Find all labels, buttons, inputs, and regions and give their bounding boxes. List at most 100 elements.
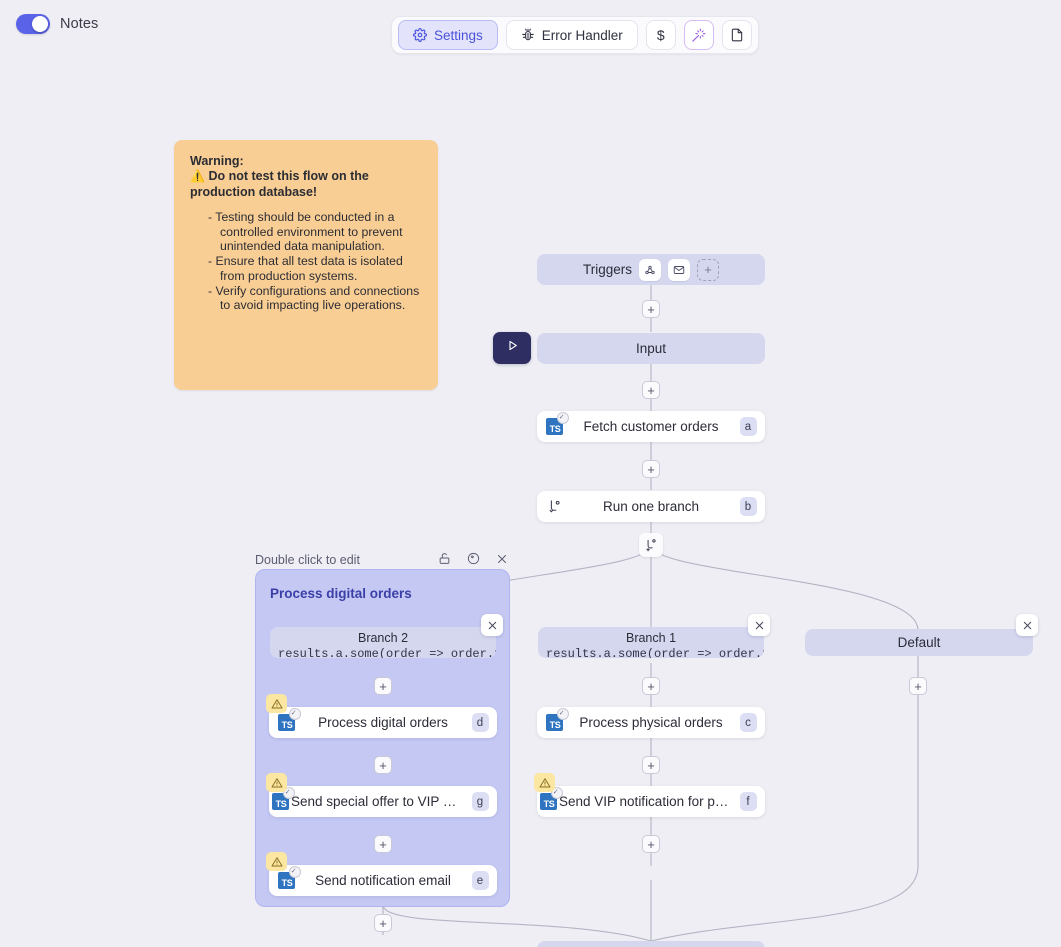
file-icon <box>730 28 744 42</box>
add-node-button[interactable]: + <box>374 914 392 932</box>
settings-button-label: Settings <box>434 27 483 43</box>
error-handler-button[interactable]: Error Handler <box>505 20 638 50</box>
node-bottom-partial[interactable] <box>537 941 765 947</box>
list-item: Testing should be conducted in a control… <box>208 210 422 254</box>
node-process-digital-orders[interactable]: TS✓ Process digital orders d <box>269 707 497 738</box>
branch-expression: results.a.some(order => order.type <box>546 646 764 658</box>
sticky-note-heading-line2: Do not test this flow on the production … <box>190 169 369 199</box>
group-title: Process digital orders <box>270 586 412 601</box>
toggle-knob <box>32 16 48 32</box>
add-trigger-button[interactable]: + <box>697 258 719 281</box>
settings-button[interactable]: Settings <box>398 20 498 50</box>
node-status-badge-icon: ✓ <box>288 708 301 720</box>
error-handler-label: Error Handler <box>541 27 623 43</box>
group-header: Double click to edit <box>255 552 510 568</box>
play-icon <box>505 338 520 358</box>
node-fetch-customer-orders[interactable]: TS✓ Fetch customer orders a <box>537 411 765 442</box>
ts-icon: TS✓ <box>269 866 303 889</box>
file-button[interactable] <box>721 20 752 50</box>
notes-label: Notes <box>60 16 99 32</box>
sticky-note-heading-line1: Warning: <box>190 154 244 168</box>
add-node-button[interactable]: + <box>374 756 392 774</box>
node-input-label: Input <box>635 341 667 356</box>
add-branch-button[interactable] <box>639 533 663 557</box>
node-input[interactable]: Input <box>537 333 765 364</box>
add-node-button[interactable]: + <box>642 300 660 318</box>
top-toolbar: Settings Error Handler $ <box>391 16 759 54</box>
run-workflow-button[interactable] <box>493 332 531 364</box>
branch-node-1[interactable]: Branch 1 results.a.some(order => order.t… <box>538 627 764 658</box>
dollar-button[interactable]: $ <box>645 20 676 50</box>
node-process-physical-orders[interactable]: TS✓ Process physical orders c <box>537 707 765 738</box>
branch-title: Branch 2 <box>357 631 409 645</box>
gear-icon <box>413 28 427 42</box>
node-label: Process digital orders <box>318 715 448 730</box>
branch-node-2[interactable]: Branch 2 results.a.some(order => order.t… <box>270 627 496 658</box>
palette-icon[interactable] <box>467 552 480 568</box>
add-node-button[interactable]: + <box>642 756 660 774</box>
node-tail: a <box>731 417 765 436</box>
warning-emoji-icon: ⚠️ <box>190 169 205 184</box>
node-triggers[interactable]: Triggers + <box>537 254 765 285</box>
notes-toggle[interactable] <box>16 14 50 34</box>
node-group-process-digital-orders[interactable] <box>255 569 510 907</box>
remove-branch-button[interactable] <box>1016 614 1038 636</box>
node-tail: e <box>463 871 497 890</box>
node-label: Send special offer to VIP digital c... <box>291 794 463 809</box>
node-tail: c <box>731 713 765 732</box>
branch-node-default[interactable]: Default <box>805 629 1033 656</box>
remove-branch-button[interactable] <box>481 614 503 636</box>
add-node-button[interactable]: + <box>642 677 660 695</box>
node-chip: c <box>739 713 757 732</box>
node-label: Run one branch <box>602 499 700 514</box>
add-node-button[interactable]: + <box>374 835 392 853</box>
notes-toggle-group[interactable]: Notes <box>16 14 98 34</box>
node-send-special-offer[interactable]: TS✓ Send special offer to VIP digital c.… <box>269 786 497 817</box>
warning-icon <box>266 773 287 792</box>
remove-branch-button[interactable] <box>748 614 770 636</box>
group-header-actions <box>438 552 510 568</box>
branch-title: Branch 1 <box>625 631 677 645</box>
node-run-one-branch[interactable]: Run one branch b <box>537 491 765 522</box>
webhook-icon[interactable] <box>639 258 661 281</box>
node-tail: f <box>731 792 765 811</box>
node-tail: d <box>463 713 497 732</box>
node-chip: e <box>471 871 489 890</box>
node-chip: b <box>739 497 757 516</box>
close-icon[interactable] <box>496 553 508 568</box>
magic-wand-icon <box>691 28 706 43</box>
magic-wand-button[interactable] <box>683 20 714 50</box>
node-status-badge-icon: ✓ <box>556 412 569 424</box>
list-item: Ensure that all test data is isolated fr… <box>208 254 422 284</box>
branch-expression: results.a.some(order => order.type <box>278 646 496 658</box>
node-tail: b <box>731 497 765 516</box>
bug-icon <box>521 28 535 42</box>
list-item: Verify configurations and connections to… <box>208 284 422 314</box>
ts-icon: TS✓ <box>537 412 571 435</box>
node-label: Process physical orders <box>579 715 723 730</box>
unlock-icon[interactable] <box>438 552 451 568</box>
node-tail: g <box>463 792 497 811</box>
email-icon[interactable] <box>668 258 690 281</box>
ts-icon: TS✓ <box>269 708 303 731</box>
ts-icon: TS✓ <box>269 787 295 810</box>
node-status-badge-icon: ✓ <box>556 708 569 720</box>
warning-icon <box>266 694 287 713</box>
node-chip: a <box>739 417 757 436</box>
ts-icon: TS✓ <box>537 708 571 731</box>
node-send-vip-notification[interactable]: TS✓ Send VIP notification for physical..… <box>537 786 765 817</box>
add-node-button[interactable]: + <box>374 677 392 695</box>
add-node-button[interactable]: + <box>909 677 927 695</box>
node-status-badge-icon: ✓ <box>288 866 301 878</box>
add-node-button[interactable]: + <box>642 381 660 399</box>
sticky-note[interactable]: Warning: ⚠️ Do not test this flow on the… <box>174 140 438 390</box>
node-label: Send VIP notification for physical... <box>559 794 731 809</box>
node-send-notification-email[interactable]: TS✓ Send notification email e <box>269 865 497 896</box>
add-node-button[interactable]: + <box>642 460 660 478</box>
sticky-note-bullets: Testing should be conducted in a control… <box>190 210 422 313</box>
add-node-button[interactable]: + <box>642 835 660 853</box>
node-chip: d <box>471 713 489 732</box>
node-chip: g <box>471 792 489 811</box>
